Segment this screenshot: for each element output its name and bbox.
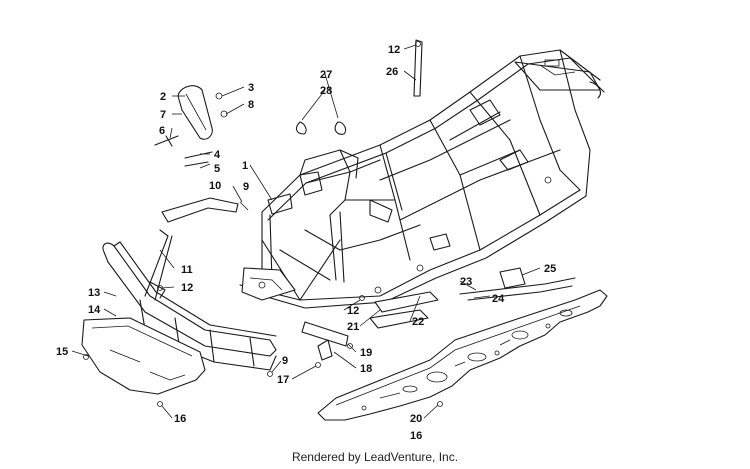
callout-labels: 2 3 7 8 6 4 5 1 9 10 11 12 13 14 15 16 9…: [56, 44, 556, 442]
pad-22: [369, 309, 429, 329]
callout-27: 27: [320, 69, 332, 81]
callout-25: 25: [544, 263, 556, 275]
callout-12b: 12: [347, 305, 359, 317]
callout-11: 11: [181, 264, 193, 276]
callout-9b: 9: [282, 355, 288, 367]
callout-20: 20: [410, 413, 422, 425]
bracket-18: [301, 321, 349, 361]
callout-10: 10: [209, 180, 221, 192]
callout-12: 12: [181, 282, 193, 294]
footwell-bars: [459, 267, 576, 301]
skid-plate: [317, 289, 608, 421]
callout-14: 14: [88, 304, 101, 316]
side-bracket: [161, 197, 249, 223]
clamps: [295, 121, 347, 135]
callout-9: 9: [243, 181, 249, 193]
callout-15: 15: [56, 346, 68, 358]
callout-7: 7: [160, 109, 166, 121]
callout-2: 2: [160, 91, 166, 103]
pad-21: [374, 291, 439, 313]
hardware-bolts: [83, 41, 443, 407]
callout-3: 3: [248, 82, 254, 94]
callout-21: 21: [347, 321, 359, 333]
callout-12c: 12: [388, 44, 400, 56]
rear-strap: [413, 39, 423, 97]
callout-4: 4: [214, 149, 221, 161]
headlight-shield: [154, 85, 228, 167]
callout-17: 17: [277, 374, 289, 386]
callout-26: 26: [386, 66, 398, 78]
callout-5: 5: [214, 163, 220, 175]
callout-23: 23: [460, 276, 472, 288]
callout-13: 13: [88, 287, 100, 299]
callout-16: 16: [174, 413, 186, 425]
callout-6: 6: [159, 125, 165, 137]
callout-8: 8: [248, 99, 254, 111]
diagram-drawing: 2 3 7 8 6 4 5 1 9 10 11 12 13 14 15 16 9…: [56, 39, 608, 442]
front-guard: [81, 317, 206, 395]
callout-24: 24: [492, 293, 505, 305]
callout-1: 1: [242, 160, 248, 172]
callout-28: 28: [320, 85, 332, 97]
callout-16b: 16: [410, 430, 422, 442]
footer-credit: Rendered by LeadVenture, Inc.: [291, 450, 459, 464]
main-frame: [239, 49, 605, 309]
callout-22: 22: [412, 316, 424, 328]
leader-lines: [71, 44, 541, 419]
callout-19: 19: [360, 347, 372, 359]
callout-18: 18: [360, 363, 372, 375]
